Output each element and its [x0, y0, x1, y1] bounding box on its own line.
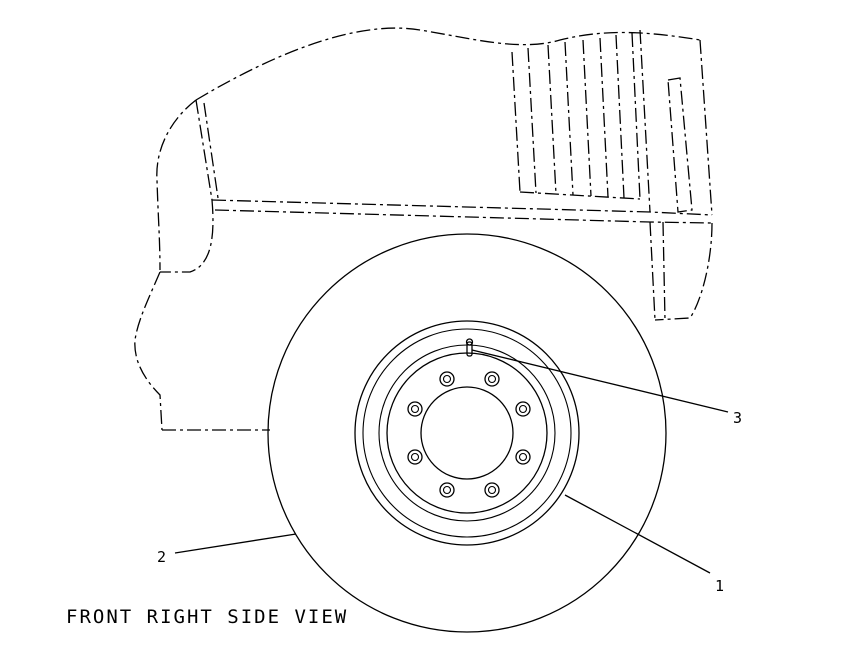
callout-2: 2 [157, 548, 166, 566]
rim [354, 320, 580, 546]
lug-nut [439, 482, 455, 498]
view-title: FRONT RIGHT SIDE VIEW [66, 606, 349, 628]
lug-nut [515, 449, 531, 465]
lug-nut [439, 371, 455, 387]
lug-nut [407, 401, 423, 417]
tire [267, 233, 667, 633]
leader-line-1 [564, 494, 711, 574]
callout-3: 3 [733, 409, 742, 427]
lug-nut [484, 482, 500, 498]
lug-nuts [407, 371, 531, 498]
valve-stem [465, 338, 474, 357]
leader-line-3 [471, 349, 729, 413]
callout-1: 1 [715, 577, 724, 595]
leader-line-2 [174, 533, 297, 554]
lug-nut [515, 401, 531, 417]
lug-nut [484, 371, 500, 387]
lug-nut [407, 449, 423, 465]
machine-body-outline [134, 27, 713, 431]
